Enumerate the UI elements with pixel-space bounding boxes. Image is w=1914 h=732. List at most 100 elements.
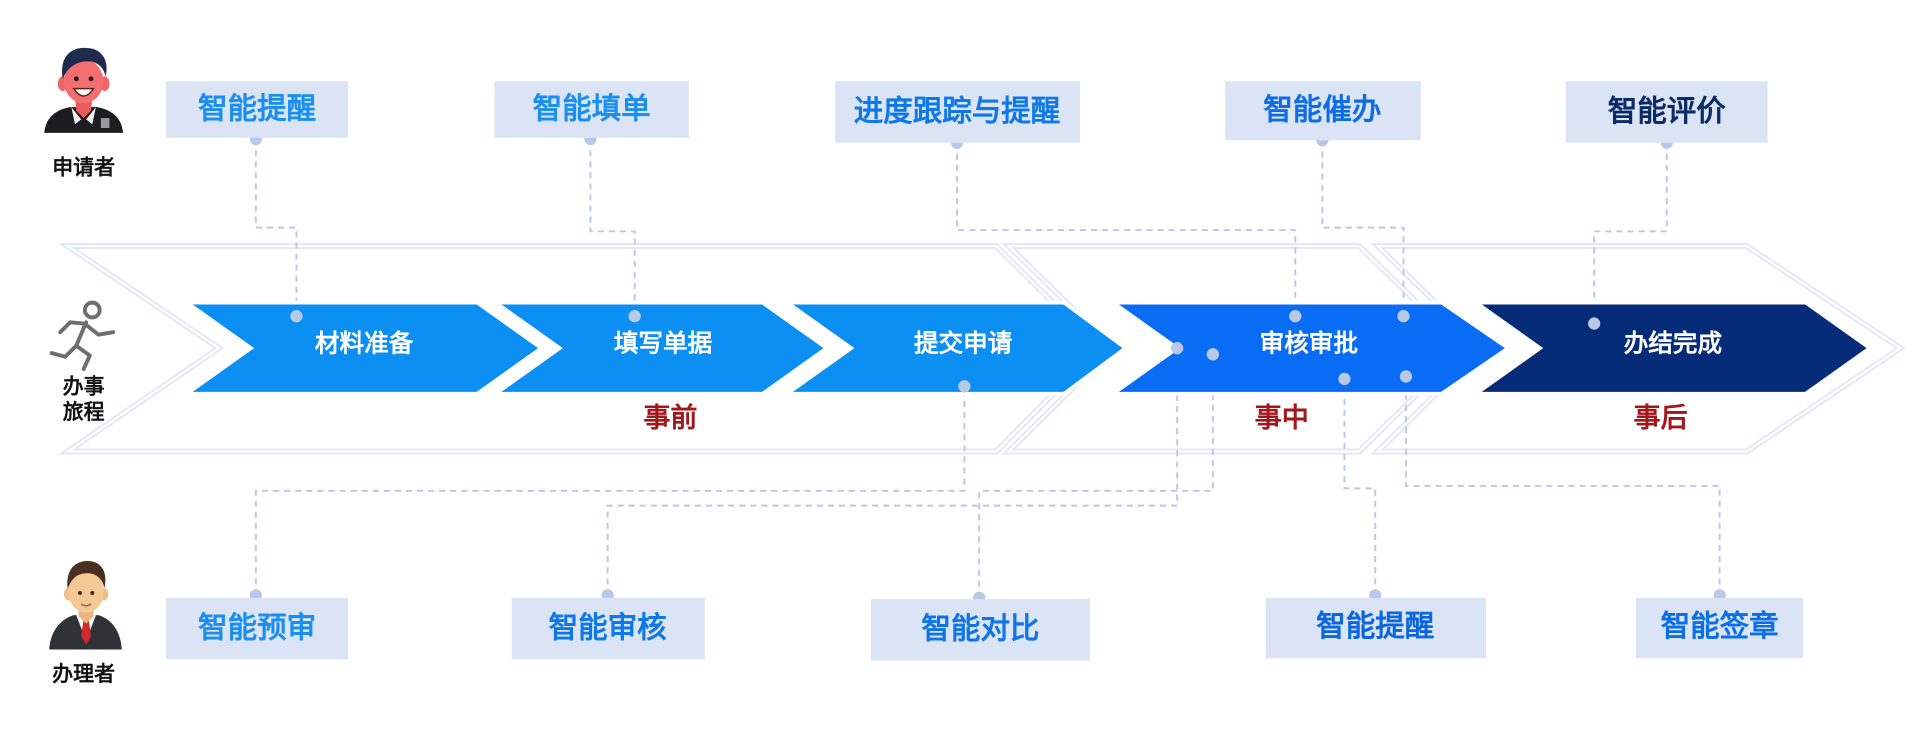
feature-label: 智能评价 (1608, 94, 1727, 128)
applicant-feature-1: 智能提醒 (166, 81, 349, 138)
runner-arm-front (84, 322, 116, 337)
connector-handler-feature-1 (254, 386, 966, 596)
stage-label-4: 审核审批 (1260, 329, 1359, 358)
stage-chevron-5 (1470, 300, 1873, 396)
handler-feature-3: 智能对比 (870, 599, 1090, 661)
handler-feature-2: 智能审核 (511, 597, 705, 660)
avatar-face (68, 570, 104, 613)
feature-label: 智能审核 (549, 610, 668, 644)
connector-applicant-feature-5 (1593, 142, 1668, 324)
feature-label: 智能对比 (921, 612, 1039, 646)
feature-box (166, 597, 349, 660)
journey-band-outlines (57, 242, 1907, 455)
journey-label-line-2: 旅程 (63, 400, 105, 424)
stage-labels: 材料准备 填写单据 提交申请 审核审批 办结完成 (315, 329, 1723, 358)
runner-leg-front (74, 343, 92, 372)
handler-features: 智能预审 智能审核 智能对比 智能提醒 智能签章 (166, 597, 1804, 661)
feature-box (166, 81, 349, 138)
stage-chevron-1 (181, 300, 545, 396)
stage-label-2: 填写单据 (614, 329, 713, 358)
phase-label-during: 事中 (1255, 403, 1309, 434)
feature-label: 智能提醒 (198, 91, 316, 125)
avatar-mouth (80, 603, 92, 607)
runner-head (82, 300, 102, 320)
connector-dot (1338, 372, 1351, 386)
phase-label-before: 事前 (643, 402, 697, 434)
applicant-features: 智能提醒 智能填单 进度跟踪与提醒 智能催办 智能评价 (166, 81, 1768, 143)
avatar-collar-right (86, 107, 96, 125)
avatar-badge (100, 118, 110, 128)
handler-avatar-icon (49, 560, 122, 650)
stage-label-3: 提交申请 (914, 329, 1013, 358)
phase-labels: 事前 事中 事后 (643, 402, 1687, 434)
applicant-feature-4: 智能催办 (1225, 81, 1421, 141)
connector-applicant-feature-3 (956, 142, 1297, 317)
stage-chevron-2 (489, 300, 830, 396)
runner-torso (74, 320, 89, 348)
feature-box (835, 81, 1081, 143)
handler-label: 办理者 (52, 662, 115, 686)
connector-handler-feature-3 (978, 354, 1214, 598)
connector-handler-feature-4 (1343, 378, 1377, 596)
feature-label: 智能填单 (533, 91, 651, 125)
connector-dot (958, 380, 971, 393)
connector-handler-feature-5 (1404, 376, 1721, 596)
handler-feature-5: 智能签章 (1636, 597, 1804, 659)
connector-applicant-feature-1 (254, 139, 298, 317)
feature-box (511, 597, 705, 660)
connector-handler-feature-2 (606, 348, 1179, 596)
avatar-hair (62, 47, 107, 79)
feature-label: 进度跟踪与提醒 (854, 94, 1061, 128)
avatar-collar-left (71, 107, 82, 125)
avatar-mouth (72, 87, 95, 97)
connector-dot (628, 310, 641, 323)
connector-dot (1206, 348, 1220, 361)
avatar-eye-right (88, 76, 94, 82)
avatar-eye-right (90, 590, 95, 595)
phase-label-after: 事后 (1634, 403, 1688, 434)
feature-box (1565, 81, 1768, 143)
applicant-avatar-icon (44, 47, 124, 133)
stage-label-1: 材料准备 (315, 329, 414, 358)
avatar-face (63, 59, 104, 104)
feature-label: 智能预审 (198, 610, 316, 644)
journey-label-line-1: 办事 (63, 374, 105, 398)
connector-dot (1397, 310, 1410, 323)
stage-chevron-3 (781, 300, 1129, 396)
connector-dot (1399, 370, 1413, 383)
connector-dot (1171, 342, 1184, 355)
connector-applicant-feature-4 (1321, 140, 1405, 317)
connector-dot (1588, 317, 1601, 330)
connector-dot (290, 310, 303, 323)
feature-label: 智能催办 (1263, 93, 1381, 127)
applicant-feature-3: 进度跟踪与提醒 (835, 81, 1081, 143)
runner-leg-back (49, 343, 79, 359)
stage-chevrons (181, 300, 1873, 396)
applicant-feature-2: 智能填单 (494, 81, 689, 138)
avatar-neck (75, 98, 93, 119)
avatar-eye-left (77, 590, 82, 595)
avatar-eye-left (73, 76, 79, 82)
handler-feature-4: 智能提醒 (1265, 597, 1486, 659)
runner-arm-back (58, 320, 86, 335)
stage-label-5: 办结完成 (1624, 329, 1723, 358)
connector-dot (1289, 310, 1302, 323)
feature-box (1636, 597, 1804, 659)
runner-icon (49, 300, 116, 372)
feature-label: 智能签章 (1661, 609, 1779, 643)
connectors (254, 139, 1721, 598)
avatar-tie (81, 618, 92, 645)
applicant-feature-5: 智能评价 (1565, 81, 1768, 143)
avatar-hair (67, 560, 106, 590)
band-outline-before-inner-line (64, 245, 1100, 453)
feature-box (494, 81, 689, 138)
applicant-label: 申请者 (52, 155, 115, 179)
feature-box (1225, 81, 1421, 141)
handler-feature-1: 智能预审 (166, 597, 349, 660)
connector-applicant-feature-2 (589, 139, 636, 317)
feature-label: 智能提醒 (1316, 609, 1434, 643)
feature-box (870, 599, 1090, 661)
feature-box (1265, 597, 1486, 659)
